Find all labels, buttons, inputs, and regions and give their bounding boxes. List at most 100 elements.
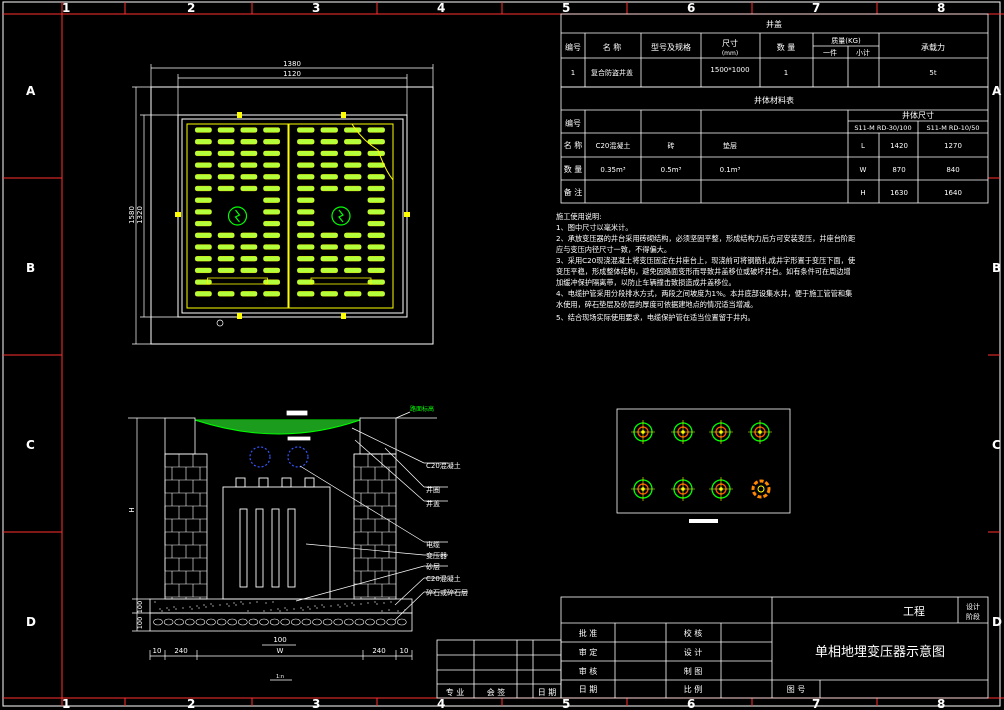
cover-slot — [194, 162, 212, 168]
row-label: C — [992, 438, 1001, 452]
power-symbol — [331, 206, 351, 226]
col-label: 1 — [62, 697, 70, 710]
cover-slot — [263, 150, 281, 157]
plan-dim-height-outer: 1580 — [128, 206, 136, 224]
cover-panel — [288, 123, 394, 309]
cover-slot — [344, 150, 362, 157]
td-name: 复合防盗井盖 — [591, 68, 633, 77]
mt-well-size: 井体尺寸 — [902, 110, 934, 120]
sand-dot — [284, 607, 286, 609]
sand-dot — [353, 604, 355, 606]
cover-slot — [263, 267, 281, 274]
cover-slot — [217, 150, 235, 157]
terminal-pin — [757, 485, 765, 493]
mt-val: 1270 — [944, 142, 962, 150]
sand-dot — [339, 606, 341, 608]
sand-dot — [219, 604, 221, 606]
cover-slot — [367, 139, 385, 145]
power-symbol — [227, 206, 248, 226]
cover-slot — [320, 174, 338, 180]
tb-role: 批 准 — [579, 628, 598, 638]
sand-dot — [300, 607, 302, 609]
section-label: 电缆 — [426, 540, 440, 549]
sand-dot — [196, 605, 198, 607]
col-label: 3 — [312, 1, 320, 15]
mt-cell: 0.5m³ — [661, 166, 682, 174]
sand-dot — [154, 601, 156, 603]
section-label: 砂层 — [426, 562, 440, 571]
cover-slot — [263, 139, 281, 145]
gravel-stone — [185, 618, 195, 626]
cover-slot — [297, 197, 315, 203]
tb-drawing-no: 图 号 — [787, 685, 806, 694]
row-markers — [3, 177, 1000, 533]
th-size-unit: (mm) — [722, 50, 738, 57]
cover-slot — [194, 185, 212, 192]
cover-slot — [367, 279, 385, 285]
sand-dot — [242, 603, 244, 605]
cover-slot — [194, 291, 212, 297]
cover-slot — [367, 209, 385, 215]
cover-slot — [217, 267, 235, 274]
sign-header: 会 签 — [487, 687, 506, 697]
cover-slot — [263, 291, 281, 297]
sand-dot — [175, 608, 177, 610]
cover-slot — [344, 127, 362, 133]
sand-dot — [272, 601, 274, 603]
sand-dot — [256, 601, 258, 603]
cover-slot — [320, 244, 338, 250]
row-label: B — [26, 261, 35, 275]
sand-dot — [302, 609, 304, 611]
mt-val: 870 — [892, 166, 905, 174]
sand-dot — [263, 610, 265, 612]
section-label: C20混凝土 — [426, 574, 461, 583]
row-label: A — [26, 84, 36, 98]
cover-slot — [194, 232, 212, 238]
col-label: 1 — [62, 1, 70, 15]
gravel-stone — [386, 618, 397, 626]
nameplate — [207, 277, 268, 285]
sand-dot — [265, 602, 267, 604]
cover-slot — [344, 291, 362, 297]
cover-slot — [367, 185, 385, 192]
terminal-gear — [751, 479, 771, 499]
sand-dot — [247, 610, 249, 612]
cover-slot — [344, 185, 362, 192]
cover-slot — [263, 127, 281, 133]
cover-slot — [240, 291, 258, 297]
sand-dot — [166, 607, 168, 609]
sign-off-table — [436, 639, 562, 699]
tb-project: 工程 — [903, 605, 925, 618]
material-table-title: 井体材料表 — [754, 95, 794, 105]
mt-cell: C20混凝土 — [596, 141, 631, 150]
cover-slot — [194, 220, 212, 227]
gravel-stone — [301, 618, 312, 626]
gravel-stone — [354, 618, 365, 626]
sand-dot — [191, 608, 193, 610]
sand-dot — [321, 604, 323, 606]
cover-slot — [217, 162, 235, 168]
row-label: D — [992, 615, 1002, 629]
sand-dot — [323, 606, 325, 608]
title-block: 工程 设计 阶段 单相地埋变压器示意图 批 准 审 定 审 核 日 期 校 核 … — [436, 596, 989, 699]
sand-dot — [309, 608, 311, 610]
sand-dot — [173, 606, 175, 608]
row-label: D — [26, 615, 36, 629]
mt-model-b: S11-M RD-10/50 — [926, 124, 979, 132]
row-labels: A B C D A B C D — [26, 84, 1002, 629]
gravel-stone — [174, 618, 184, 626]
sand-dot — [397, 610, 399, 612]
notes-title: 施工使用说明: — [556, 212, 602, 221]
row-label: C — [26, 438, 35, 452]
cover-slot — [240, 139, 258, 145]
cover-slot — [263, 256, 281, 262]
cover-slot — [344, 256, 362, 262]
gravel-stone — [259, 618, 269, 626]
gravel-stone — [375, 618, 386, 626]
col-label: 6 — [687, 697, 695, 710]
lightning-icon — [338, 209, 344, 223]
cover-slot — [297, 162, 315, 168]
td-load: 5t — [929, 69, 936, 77]
note-line: 加缓冲保护隔离带，以防止车辆撞击致损造成井盖移位。 — [556, 278, 736, 287]
cover-slot — [194, 197, 212, 203]
